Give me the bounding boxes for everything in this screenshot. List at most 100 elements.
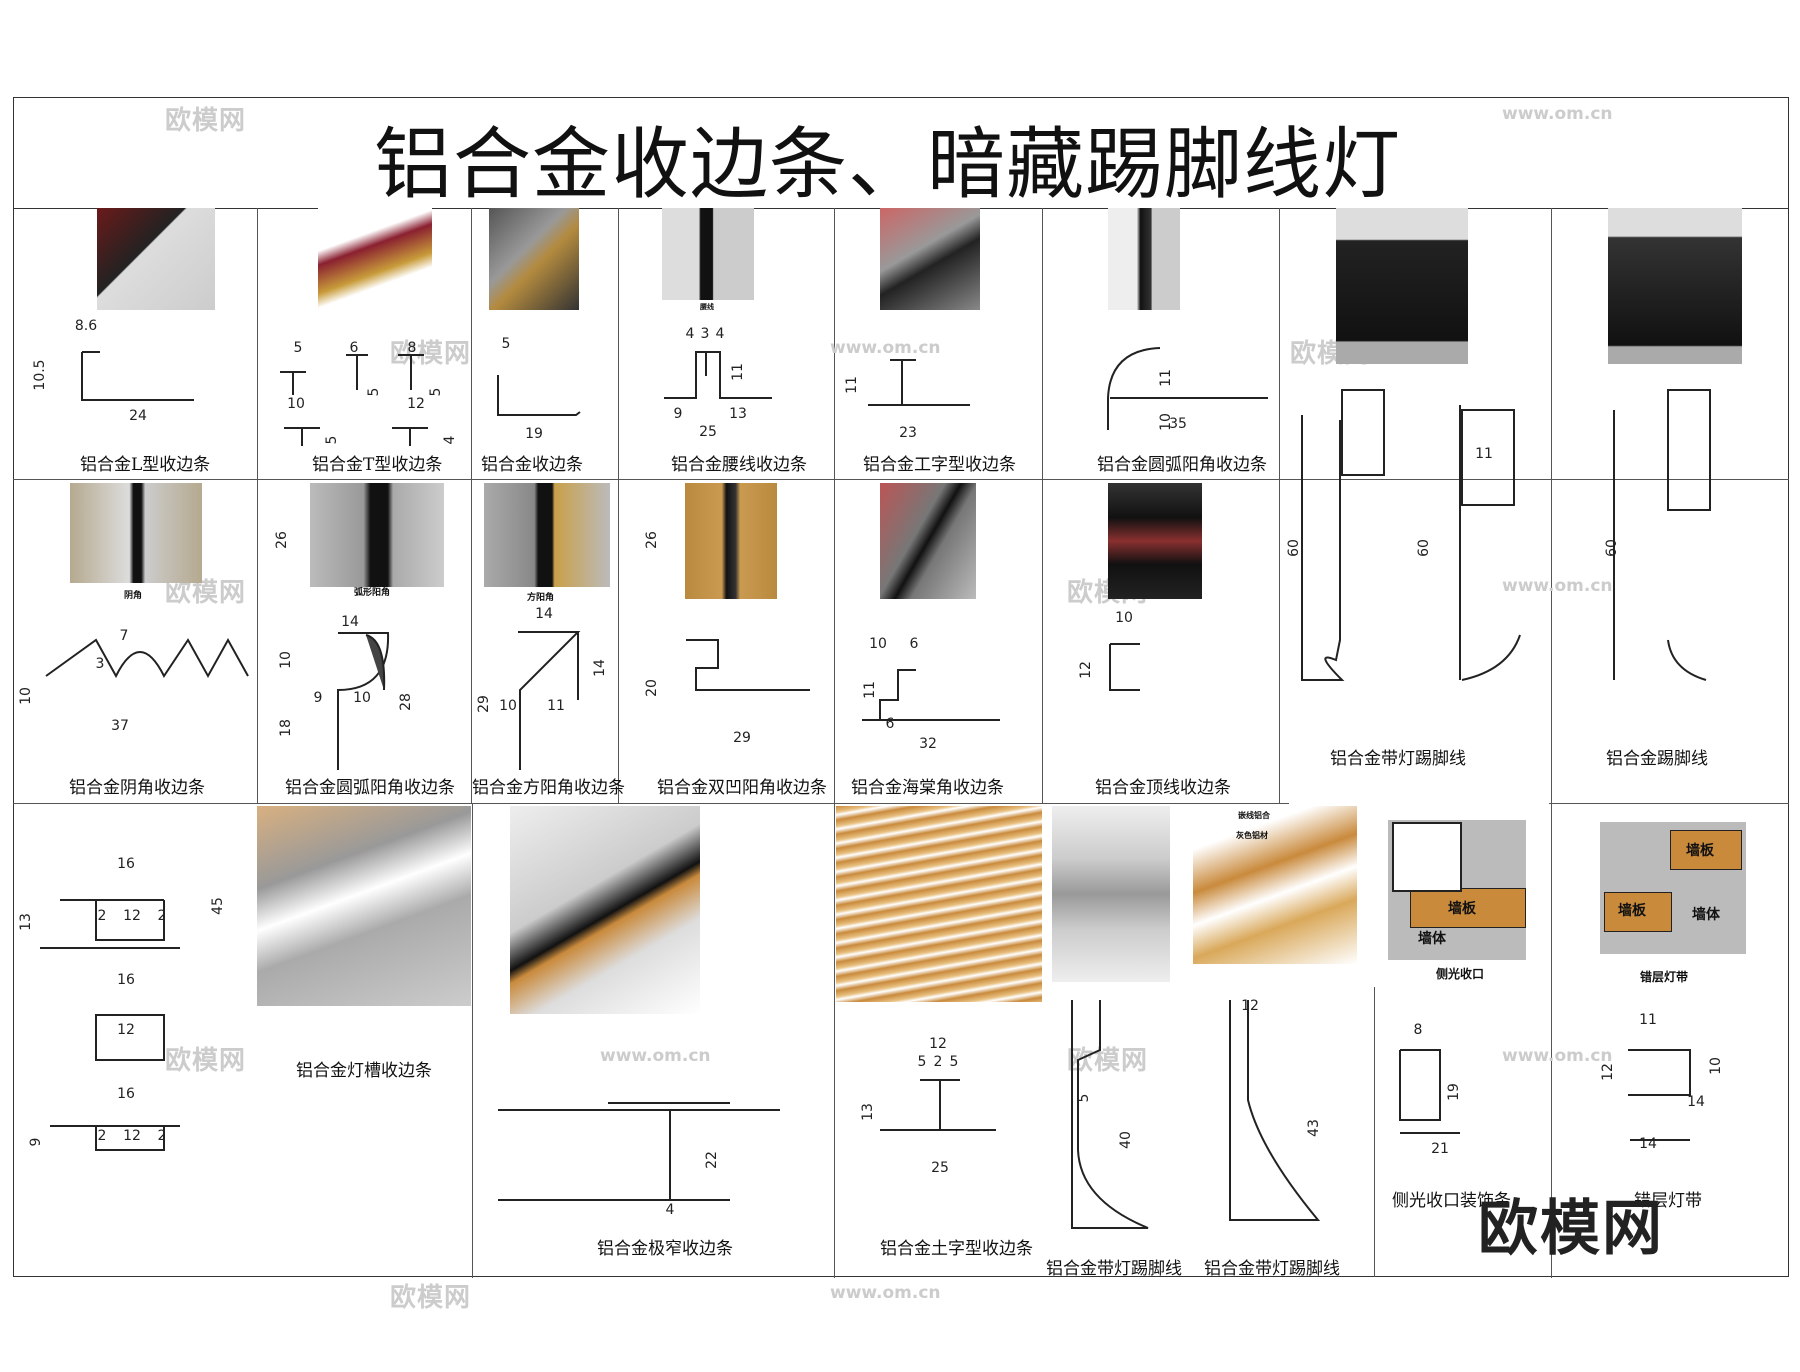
photo-begonia <box>880 483 976 599</box>
profile-skirting-light-2 <box>1071 1000 1149 1229</box>
photo-round-corner <box>1108 208 1180 310</box>
dimension-label-double-groove: 29 <box>733 730 751 746</box>
dimension-label-t-edge: 5 <box>294 340 303 356</box>
watermark-brand: 欧模网 <box>1067 1046 1149 1076</box>
caption-square-outer: 铝合金方阳角收边条 <box>472 778 625 798</box>
dimension-label-begonia: 10 <box>869 636 887 652</box>
dimension-label-arc-outer: 10 <box>353 690 371 706</box>
dimension-label-top-line: 12 <box>1078 661 1094 679</box>
profile-t-edge-4 <box>284 427 320 446</box>
dimension-label-skirting-light: 60 <box>1286 539 1302 557</box>
caption-skirting-light: 铝合金带灯踢脚线 <box>1330 749 1466 769</box>
col-divider-4 <box>834 208 835 1278</box>
watermark-url: www.om.cn <box>830 338 941 358</box>
profile-skirting-light-3 <box>1229 1000 1321 1221</box>
dimension-label-double-groove: 26 <box>644 531 660 549</box>
dimension-label-ultra-narrow: 22 <box>704 1151 720 1169</box>
dimension-label-light-slot: 9 <box>28 1138 44 1147</box>
dimension-label-skirting-light: 11 <box>1475 446 1493 462</box>
wall-board-label: 墙板 <box>1448 901 1476 917</box>
dimension-label-light-slot: 2 <box>98 1128 107 1144</box>
page-title: 铝合金收边条、暗藏踢脚线灯 <box>374 120 1402 210</box>
profile-arc-outer <box>337 632 390 770</box>
photo-label-waist: 腰线 <box>700 303 714 311</box>
caption-cross: 铝合金土字型收边条 <box>880 1239 1033 1259</box>
dimension-label-waist: 3 <box>701 326 710 342</box>
dimension-label-light-slot: 12 <box>117 1022 135 1038</box>
dimension-label-inner-corner: 3 <box>96 656 105 672</box>
dimension-label-skirting-light: 60 <box>1416 539 1432 557</box>
dimension-label-begonia: 6 <box>886 716 895 732</box>
dimension-label-round-corner: 10 <box>1158 413 1174 431</box>
profile-top-line <box>1109 643 1140 691</box>
dimension-label-ultra-narrow: 4 <box>666 1202 675 1218</box>
caption-skirting-light-3: 铝合金带灯踢脚线 <box>1204 1259 1340 1279</box>
dimension-label-t-edge: 12 <box>407 396 425 412</box>
dimension-label-layer-light: 14 <box>1687 1094 1705 1110</box>
dimension-label-arc-outer: 14 <box>341 614 359 630</box>
dimension-label-layer-light: 11 <box>1639 1012 1657 1028</box>
photo-double-groove <box>685 483 777 599</box>
photo-light-slot <box>257 806 471 1006</box>
col-divider-1 <box>257 208 258 804</box>
dimension-label-waist: 13 <box>729 406 747 422</box>
profile-begonia <box>862 669 1000 721</box>
caption-arc-outer: 铝合金圆弧阳角收边条 <box>285 778 455 798</box>
photo-label-fang-yangjiao: 方阳角 <box>527 593 555 603</box>
dimension-label-arc-outer: 10 <box>278 651 294 669</box>
caption-inner-corner: 铝合金阴角收边条 <box>69 778 205 798</box>
dimension-label-layer-light: 10 <box>1708 1057 1724 1075</box>
callout-label-1: 嵌线铝合 <box>1238 811 1270 820</box>
dimension-label-side-light: 19 <box>1446 1083 1462 1101</box>
photo-i-edge <box>880 208 980 310</box>
dimension-label-light-slot: 16 <box>117 1086 135 1102</box>
photo-l-edge <box>97 208 215 310</box>
dimension-label-square-outer: 11 <box>547 698 565 714</box>
side-light-profile <box>1392 822 1462 892</box>
caption-ultra-narrow: 铝合金极窄收边条 <box>597 1239 733 1259</box>
dimension-label-i-edge: 11 <box>844 376 860 394</box>
caption-double-groove: 铝合金双凹阳角收边条 <box>657 778 827 798</box>
col-divider-2 <box>471 208 472 804</box>
dimension-label-layer-light: 12 <box>1600 1063 1616 1081</box>
photo-skirting-light <box>1336 208 1468 364</box>
watermark-url: www.om.cn <box>600 1046 711 1066</box>
col-divider-9 <box>1374 987 1375 1277</box>
dimension-label-light-slot: 2 <box>98 908 107 924</box>
dimension-label-waist: 25 <box>699 424 717 440</box>
photo-inner-corner <box>70 483 202 583</box>
profile-ultra-narrow <box>498 1102 780 1201</box>
profile-light-slot-1 <box>40 899 180 949</box>
profile-skirting <box>1613 389 1711 680</box>
dimension-label-l-edge: 24 <box>129 408 147 424</box>
dimension-label-light-slot: 16 <box>117 856 135 872</box>
caption-side-light: 侧光收口装饰条 <box>1392 1191 1511 1211</box>
dimension-label-layer-light: 14 <box>1639 1136 1657 1152</box>
profile-t-edge-2 <box>346 354 368 390</box>
dimension-label-i-edge: 23 <box>899 425 917 441</box>
dimension-label-edge: 19 <box>525 426 543 442</box>
photo-ultra-narrow <box>510 806 700 1014</box>
watermark-brand: 欧模网 <box>165 578 247 608</box>
dimension-label-arc-outer: 9 <box>314 690 323 706</box>
photo-t-edge <box>318 208 432 310</box>
dimension-label-cross: 13 <box>860 1103 876 1121</box>
caption-i-edge: 铝合金工字型收边条 <box>863 455 1016 475</box>
col-divider-6 <box>1279 208 1280 804</box>
dimension-label-cross: 5 <box>950 1054 959 1070</box>
watermark-url: www.om.cn <box>1502 576 1613 596</box>
dimension-label-l-edge: 10.5 <box>32 359 48 390</box>
caption-light-slot: 铝合金灯槽收边条 <box>296 1061 432 1081</box>
dimension-label-round-corner: 35 <box>1169 416 1187 432</box>
dimension-label-cross: 2 <box>934 1054 943 1070</box>
dimension-label-skirting: 60 <box>1604 539 1620 557</box>
side-light-board <box>1410 888 1526 928</box>
watermark-url: www.om.cn <box>830 1283 941 1303</box>
photo-label-hu-yangjiao: 弧形阳角 <box>354 588 391 598</box>
dimension-label-inner-corner: 7 <box>120 628 129 644</box>
photo-label-yinjiao: 阴角 <box>124 591 143 601</box>
caption-l-edge: 铝合金L型收边条 <box>80 455 211 475</box>
dimension-label-arc-outer: 26 <box>274 531 290 549</box>
dimension-label-begonia: 32 <box>919 736 937 752</box>
